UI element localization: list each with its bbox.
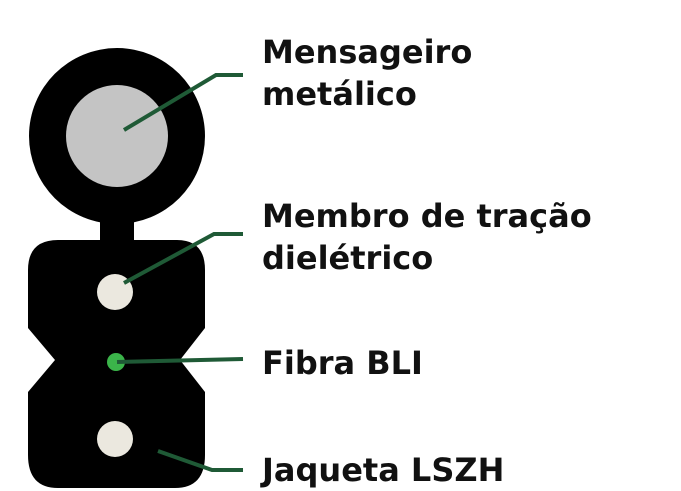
- label-dielectric-strength-member: Membro de tração dielétrico: [262, 195, 592, 279]
- label-dielectric-strength-member-line2: dielétrico: [262, 239, 434, 277]
- messenger-core: [66, 85, 168, 187]
- leader-line-jacket: [157, 449, 243, 472]
- leader-line-fiber: [116, 357, 244, 364]
- leader-line-messenger: [122, 73, 243, 132]
- label-fiber: Fibra BLI: [262, 342, 423, 384]
- label-fiber-line1: Fibra BLI: [262, 344, 423, 382]
- label-metallic-messenger-line2: metálico: [262, 75, 417, 113]
- strength-member-bottom: [97, 421, 133, 457]
- label-lszh-jacket-line1: Jaqueta LSZH: [262, 451, 505, 489]
- label-lszh-jacket: Jaqueta LSZH: [262, 449, 504, 491]
- optical-fiber: [107, 353, 125, 371]
- leader-line-strength-member: [123, 232, 243, 285]
- label-metallic-messenger: Mensageiro metálico: [262, 31, 472, 115]
- label-dielectric-strength-member-line1: Membro de tração: [262, 197, 592, 235]
- label-metallic-messenger-line1: Mensageiro: [262, 33, 473, 71]
